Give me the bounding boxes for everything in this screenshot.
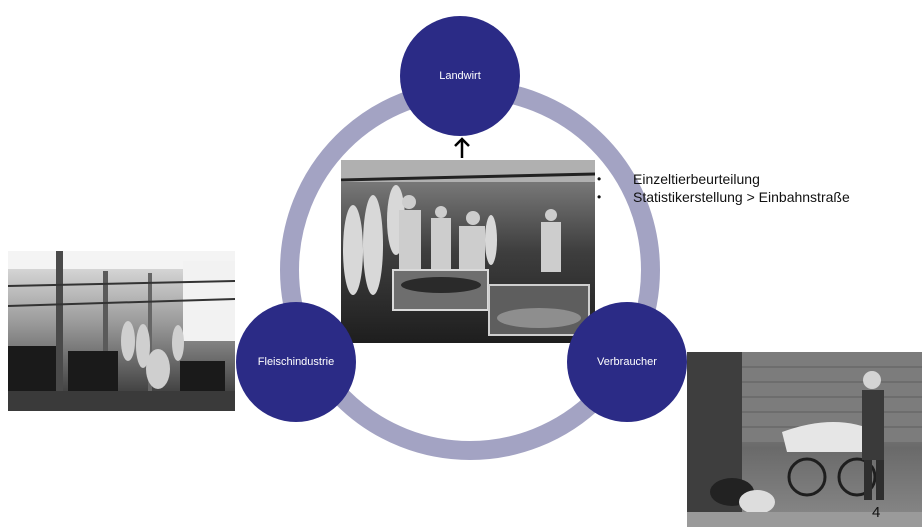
bullet-item: • Statistikerstellung > Einbahnstraße: [597, 188, 850, 206]
node-landwirt-label: Landwirt: [439, 70, 481, 82]
bullet-list: • Einzeltierbeurteilung • Statistikerste…: [597, 170, 850, 206]
node-verbraucher: Verbraucher: [567, 302, 687, 422]
node-landwirt: Landwirt: [400, 16, 520, 136]
node-fleischindustrie-label: Fleischindustrie: [257, 356, 335, 368]
bullet-text: Einzeltierbeurteilung: [633, 171, 760, 187]
butchers-photo: [341, 160, 595, 343]
up-arrow-icon: [454, 137, 470, 158]
dog-cart-photo: [687, 352, 922, 527]
bullet-item: • Einzeltierbeurteilung: [597, 170, 850, 188]
node-verbraucher-label: Verbraucher: [597, 356, 657, 368]
node-fleischindustrie: Fleischindustrie: [236, 302, 356, 422]
page-number: 4: [872, 504, 881, 521]
slaughterhouse-hall-photo: [8, 251, 235, 411]
bullet-text: Statistikerstellung > Einbahnstraße: [633, 189, 850, 205]
bullet-dot: •: [597, 172, 602, 186]
bullet-dot: •: [597, 190, 602, 204]
